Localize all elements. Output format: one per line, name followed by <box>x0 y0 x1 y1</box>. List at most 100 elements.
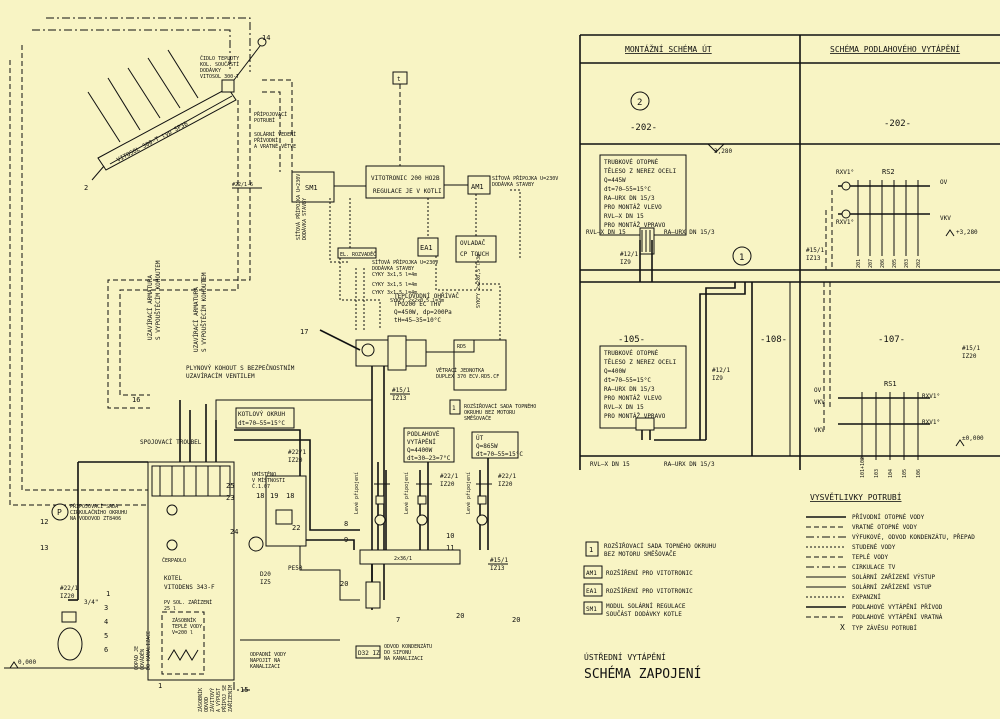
solar-temp-l3: DODÁVKY <box>200 67 221 74</box>
pipe-legend: VYSVĚTLIVKY POTRUBÍ X PŘÍVODNÍ OTOPNÉ VO… <box>806 491 975 632</box>
circle-2-text: 2 <box>637 98 642 108</box>
pipe-22c-l2: IZ20 <box>440 481 455 488</box>
rad1-l1: TRUBKOVÉ OTOPNÉ <box>604 158 659 166</box>
num-23: 23 <box>226 494 234 502</box>
right-schematic: MONTÁŽNÍ SCHÉMA ÚT SCHÉMA PODLAHOVÉHO VY… <box>579 34 1000 682</box>
circuit-101: 101+102 <box>860 457 866 478</box>
legend-line-10: PODLAHOVÉ VYTÁPĚNÍ PŘÍVOD <box>852 603 943 611</box>
mixer-set-code: 1 <box>452 405 456 412</box>
zasobnik-l2: TEPLÉ VODY <box>172 622 202 630</box>
inflow-pipe-l1: PŘÍPOJOVACÍ <box>254 110 287 118</box>
manifold <box>359 549 461 565</box>
pipe-15b-l1-r: #15/1 <box>962 345 980 352</box>
legend-code-3: EA1 <box>586 588 597 595</box>
level-3280b: +3,280 <box>956 229 978 236</box>
circuits-bottom: 101+102 103 104 105 106 <box>860 457 922 478</box>
mixer-set-l1: ROZŠIŘOVACÍ SADA TOPNÉHO <box>464 402 536 410</box>
cable-4: SYKFY 2x2x0,5 l=3m <box>390 298 444 304</box>
kotl-okruh-box <box>235 407 295 429</box>
pipe-15a-l1-r: #15/1 <box>806 247 824 254</box>
mixer-set-box <box>449 399 461 415</box>
hp-l4: tH=45–35=10°C <box>394 317 441 324</box>
bottom-3: ZÁVITOVÝ <box>209 688 216 712</box>
drain-l2: NAPOJIT NA <box>250 658 280 664</box>
num-20b: 20 <box>456 612 464 620</box>
num-18a: 18 <box>256 492 264 500</box>
gas-valve2-l1: UZAVÍRACÍ ARMATURA <box>192 287 200 352</box>
circuit-branches: Levé připojení Levé připojení Levé připo… <box>353 458 492 550</box>
c3-4: 3/4" <box>84 599 98 606</box>
num-3: 3 <box>104 604 108 612</box>
num-1: 1 <box>106 590 110 598</box>
num-11: 11 <box>446 544 454 552</box>
cable-3: CYKY 3x1,5 l=4m <box>372 290 417 296</box>
drain-l3: KANALIZACI <box>250 664 280 670</box>
kotel-l1: KOTEL <box>164 575 182 582</box>
legend-line-4: STUDENÉ VODY <box>852 543 896 551</box>
vzt-l1: VĚTRACÍ JEDNOTKA <box>436 366 484 374</box>
pipe-22c-l1: #22/1 <box>440 473 458 480</box>
gas-valve2-l2: S VYPOUŠTĚCÍM KOHOUTEM <box>200 272 208 352</box>
num-4: 4 <box>104 618 108 626</box>
circuit-202: 202 <box>916 259 922 268</box>
pipe-22f-l2: IZ20 <box>60 593 75 600</box>
bottom-5: PŘÍPOJ SE <box>220 685 228 712</box>
left-schematic: VITOSOL 300-T typ SP3B ČIDLO TEPLOTY KOL… <box>4 17 558 712</box>
vlozky-l3: Č.1.07 <box>252 483 270 490</box>
rxv-top2: RXV1° <box>836 219 854 226</box>
vlozky-l2: V MÍSTNOSTI <box>252 476 285 484</box>
vitotronic-l2: REGULACE JE V KOTLI <box>373 188 442 195</box>
ut-l1: ÚT <box>476 435 484 442</box>
circle-1-text: 1 <box>739 253 744 263</box>
circuit-105: 105 <box>902 469 908 478</box>
d32-box <box>355 645 381 659</box>
rad2-l6: PRO MONTÁŽ VLEVO <box>604 394 662 402</box>
rad2-l2: TĚLESO Z NEREZ OCELI <box>604 358 677 366</box>
legend-line-12: TYP ZÁVĚSU POTRUBÍ <box>852 624 917 632</box>
connect-set-l3: NA VODOVOD ZT8406 <box>70 516 121 522</box>
ovladac-l1: OVLADAČ <box>460 240 486 247</box>
legend-line-1: PŘÍVODNÍ OTOPNÉ VODY <box>852 513 925 521</box>
pipe-22b-l1: #22/1 <box>288 449 306 456</box>
legend-text-4b: SOUČÁST DODÁVKY KOTLE <box>606 611 682 618</box>
am1-label: AM1 <box>471 183 484 191</box>
pipe-22d-l1: #22/1 <box>498 473 516 480</box>
p-symbol: P <box>57 508 62 517</box>
num-1b: 1 <box>158 682 162 690</box>
spojovaci-label: SPOJOVACÍ TROUBEL <box>140 438 202 446</box>
rxv-bottom1: RXV1° <box>922 393 940 400</box>
legend-line-2: VRATNÉ OTOPNÉ VODY <box>852 523 917 531</box>
floor-heat-l1: PODLAHOVÉ <box>407 430 440 438</box>
ut-l3: dt=70–55=15°C <box>476 451 523 458</box>
safety-l1: ODVOD KONDENZÁTU <box>384 643 432 650</box>
rad1-l8: PRO MONTÁŽ VPRAVO <box>604 221 666 229</box>
room-202a: -202- <box>630 123 657 133</box>
legend-line-7: SOLÁRNÍ ZAŘÍZENÍ VÝSTUP <box>852 573 935 581</box>
rad2-l8: PRO MONTÁŽ VPRAVO <box>604 412 666 420</box>
mains-left-l1: SÍŤOVÁ PŘÍPOJKA U=230V <box>294 174 302 240</box>
rs1-label: RS1 <box>884 380 897 388</box>
pv2-label: 25 l <box>164 606 176 612</box>
circuits-top: 201 207 206 205 203 202 <box>856 259 922 268</box>
room-105: -105- <box>618 335 645 345</box>
bottom-2: ODVOD <box>204 697 210 712</box>
sensor-top-label: t <box>397 76 401 83</box>
legend-code-2: AM1 <box>586 570 597 577</box>
circuit-106: 106 <box>916 469 922 478</box>
mixer-set-l3: SMĚŠOVAČE <box>464 414 491 422</box>
rs2-label: RS2 <box>882 168 895 176</box>
legend-text-4a: MODUL SOLÁRNÍ REGULACE <box>606 602 686 610</box>
bottom-4: A VÝPUST <box>215 688 222 712</box>
connect-set-l2: CIRKULAČNÍHO OKRUHU <box>70 508 127 516</box>
circle-2 <box>630 91 650 111</box>
pv-label: PV SOL. ZAŘÍZENÍ <box>164 598 212 606</box>
vitotronic-l1: VITOTRONIC 200 HO2B <box>371 175 440 182</box>
num-18b: 18 <box>286 492 294 500</box>
floor-heat-l3: Q=4400W <box>407 447 433 454</box>
ut-box <box>471 431 519 459</box>
pe50-label: PE50 <box>288 565 303 572</box>
hp-l3: Q=450W, dp=200Pa <box>394 309 452 316</box>
gas-cock-l2: UZAVÍRACÍM VENTILEM <box>186 372 255 380</box>
